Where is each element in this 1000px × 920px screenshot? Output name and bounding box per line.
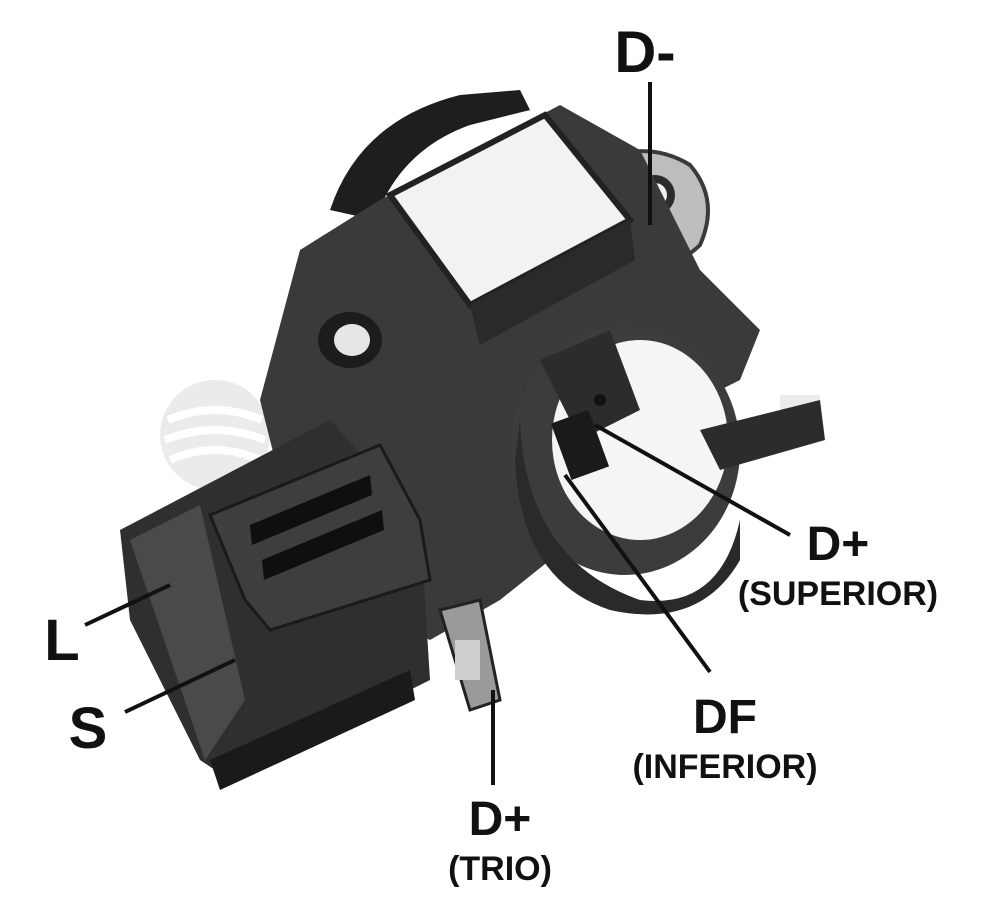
voltage-regulator-photo [120,90,825,790]
label-d-plus-trio: D+ [469,793,532,846]
leader-lines [84,82,791,785]
label-d-plus-trio-note: (TRIO) [448,850,552,888]
right-tab [700,400,825,470]
label-d-minus: D- [614,20,675,85]
leader-df [563,473,712,674]
label-l: L [44,608,79,673]
watermark-logo [160,380,820,490]
leader-d-plus-superior [594,423,791,537]
leader-s [124,658,236,714]
label-d-plus-superior-note: (SUPERIOR) [738,575,938,613]
back-clip [330,90,530,220]
terminal-labels: D- D+ (SUPERIOR) DF (INFERIOR) D+ (TRIO)… [44,20,938,888]
label-df: DF [693,691,757,744]
label-df-note: (INFERIOR) [632,748,817,786]
leader-l [84,583,171,627]
label-s: S [69,696,108,761]
label-d-plus-superior: D+ [807,518,870,571]
brush-block [540,330,640,440]
